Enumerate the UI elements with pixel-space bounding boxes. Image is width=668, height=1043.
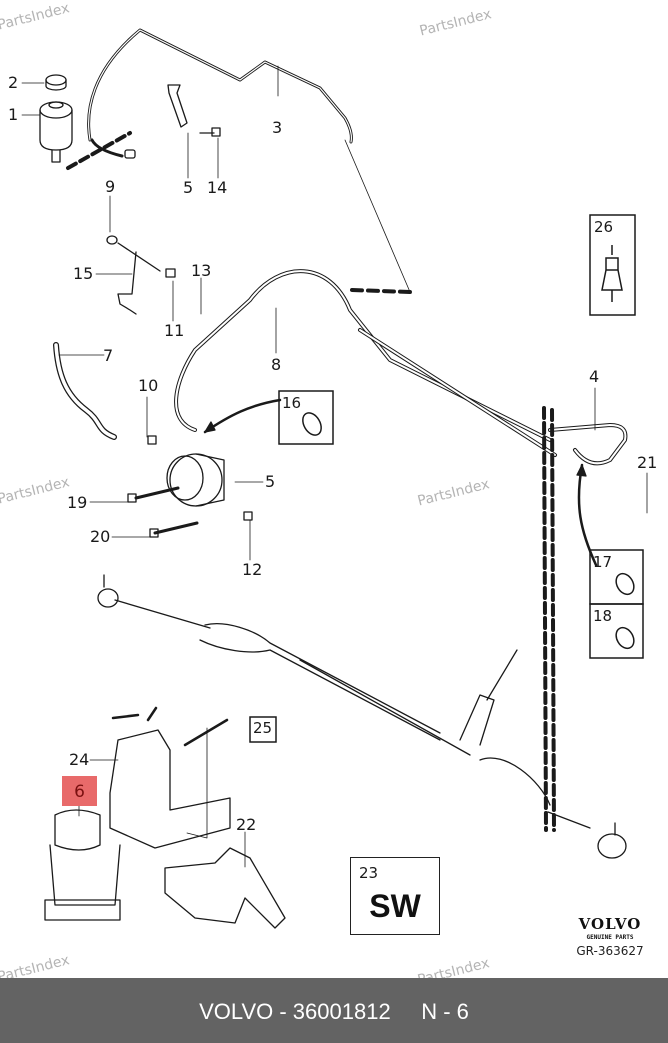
callout-19[interactable]: 19 bbox=[67, 493, 88, 512]
reservoir-part bbox=[39, 74, 73, 163]
highlighted-callout-6[interactable]: 6 bbox=[62, 776, 97, 806]
electric-motor-part bbox=[44, 809, 121, 921]
sw-box-number: 23 bbox=[359, 864, 379, 882]
callout-10[interactable]: 10 bbox=[138, 376, 159, 395]
callout-20[interactable]: 20 bbox=[90, 527, 111, 546]
box-part-25 bbox=[249, 716, 277, 743]
volvo-brand-block: VOLVO GENUINE PARTS GR-363627 bbox=[555, 915, 665, 958]
callout-22[interactable]: 22 bbox=[236, 815, 257, 834]
callout-11[interactable]: 11 bbox=[164, 321, 185, 340]
callout-5[interactable]: 5 bbox=[183, 178, 194, 197]
footer-part-text: VOLVO - 36001812 N - 6 bbox=[199, 999, 469, 1024]
diagram-code: GR-363627 bbox=[576, 944, 644, 958]
callout-13[interactable]: 13 bbox=[191, 261, 212, 280]
callout-7[interactable]: 7 bbox=[103, 346, 114, 365]
callout-14[interactable]: 14 bbox=[207, 178, 228, 197]
callout-24[interactable]: 24 bbox=[69, 750, 90, 769]
callout-2[interactable]: 2 bbox=[8, 73, 19, 92]
hose-3 bbox=[87, 28, 353, 159]
genuine-parts-text: GENUINE PARTS bbox=[586, 934, 634, 941]
pump-part bbox=[166, 453, 225, 507]
sw-box-text: SW bbox=[369, 888, 421, 924]
cover-part bbox=[109, 706, 231, 849]
box-label-18[interactable]: 18 bbox=[593, 607, 613, 625]
callout-3[interactable]: 3 bbox=[272, 118, 283, 137]
callout-8[interactable]: 8 bbox=[271, 355, 282, 374]
dashed-connection bbox=[66, 131, 132, 170]
box-label-16[interactable]: 16 bbox=[282, 394, 302, 412]
sw-box-23[interactable]: 23 SW bbox=[350, 857, 440, 935]
callout-15[interactable]: 15 bbox=[73, 264, 94, 283]
callout-1[interactable]: 1 bbox=[8, 105, 19, 124]
box-part-16 bbox=[278, 390, 334, 445]
callout-5[interactable]: 5 bbox=[265, 472, 276, 491]
box-label-25[interactable]: 25 bbox=[253, 719, 273, 737]
callout-21[interactable]: 21 bbox=[637, 453, 658, 472]
callout-9[interactable]: 9 bbox=[105, 177, 116, 196]
highlighted-callout-label: 6 bbox=[74, 782, 85, 802]
parts-diagram bbox=[21, 28, 648, 929]
box-label-17[interactable]: 17 bbox=[593, 553, 613, 571]
callout-12[interactable]: 12 bbox=[242, 560, 263, 579]
footer-bar: VOLVO - 36001812 N - 6 bbox=[0, 978, 668, 1043]
callout-4[interactable]: 4 bbox=[589, 367, 600, 386]
box-part-26 bbox=[589, 214, 636, 316]
steering-rack-part bbox=[97, 574, 627, 859]
volvo-logo: VOLVO bbox=[578, 915, 642, 933]
box-label-26[interactable]: 26 bbox=[594, 218, 614, 236]
bracket-part bbox=[164, 847, 286, 929]
box-part-18 bbox=[589, 603, 644, 659]
